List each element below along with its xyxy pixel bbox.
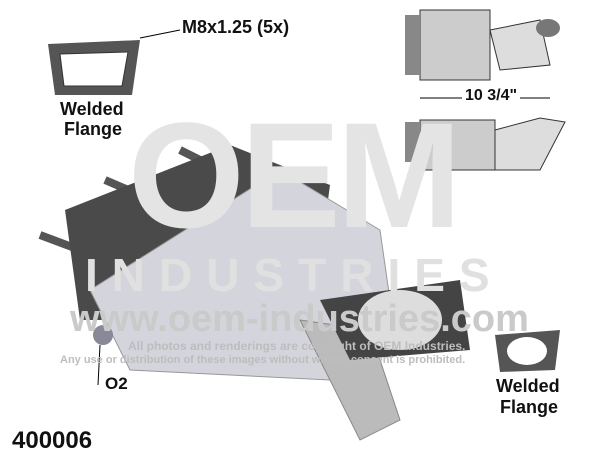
sensor-label: O2 <box>105 374 128 393</box>
length-label: 10 3/4" <box>462 87 521 105</box>
watermark-logo: OEM <box>128 91 462 259</box>
side-view-icon <box>405 117 566 171</box>
part-number: 400006 <box>12 427 93 454</box>
bolt-spec-label: M8x1.25 (5x) <box>182 17 290 37</box>
watermark-url: www.oem-industries.com <box>70 298 529 340</box>
watermark-line2: Any use or distribution of these images … <box>60 354 466 366</box>
welded-flange-icon <box>48 40 140 95</box>
flange-bottom-label-1: Welded <box>496 376 560 396</box>
watermark-logo-sub: INDUSTRIES <box>85 249 504 301</box>
watermark-line1: All photos and renderings are copyright … <box>128 339 466 353</box>
flange-bottom-label-2: Flange <box>500 397 559 417</box>
top-view-icon <box>405 9 560 81</box>
flange-top-label-1: Welded <box>60 99 124 119</box>
flange-top-label-2: Flange <box>64 119 123 139</box>
catalytic-converter-icon <box>38 145 470 441</box>
welded-flange-bottom-icon <box>495 330 560 372</box>
